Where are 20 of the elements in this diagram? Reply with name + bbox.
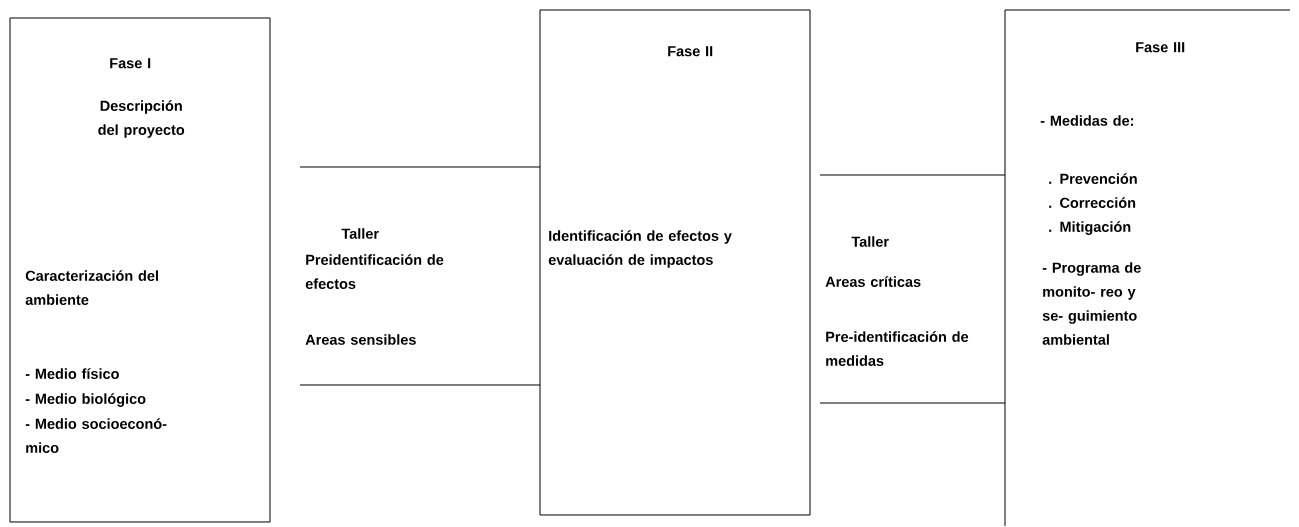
body-text: . Prevención bbox=[1049, 173, 1137, 184]
phase-title: Fase III bbox=[1136, 42, 1185, 53]
list-item: - Medio socioeconó- mico bbox=[25, 418, 167, 453]
body-text: - Medidas de: bbox=[1040, 115, 1134, 126]
body-text: Preidentificación de efectos bbox=[305, 254, 444, 289]
body-text: . Mitigación bbox=[1049, 221, 1131, 235]
workshop-title: Taller bbox=[341, 228, 379, 239]
body-text: Descripción del proyecto bbox=[98, 100, 185, 138]
list-item: - Medio biológico bbox=[25, 393, 146, 407]
workshop-title: Taller bbox=[851, 236, 889, 247]
body-text: Areas críticas bbox=[825, 276, 921, 287]
body-text: Identificación de efectos y evaluación de impactos bbox=[548, 230, 732, 268]
list-item: - Programa de monito- reo y se- guimiento ambiental bbox=[1042, 262, 1141, 345]
body-text: Caracterización del ambiente bbox=[25, 270, 158, 305]
list-item: - Medio físico bbox=[25, 368, 119, 379]
body-text: Areas sensibles bbox=[305, 334, 416, 345]
phase-title: Fase II bbox=[668, 46, 713, 57]
body-text: Pre-identificación de medidas bbox=[826, 331, 969, 366]
body-text: . Corrección bbox=[1049, 197, 1136, 208]
phase-title: Fase I bbox=[110, 58, 151, 69]
